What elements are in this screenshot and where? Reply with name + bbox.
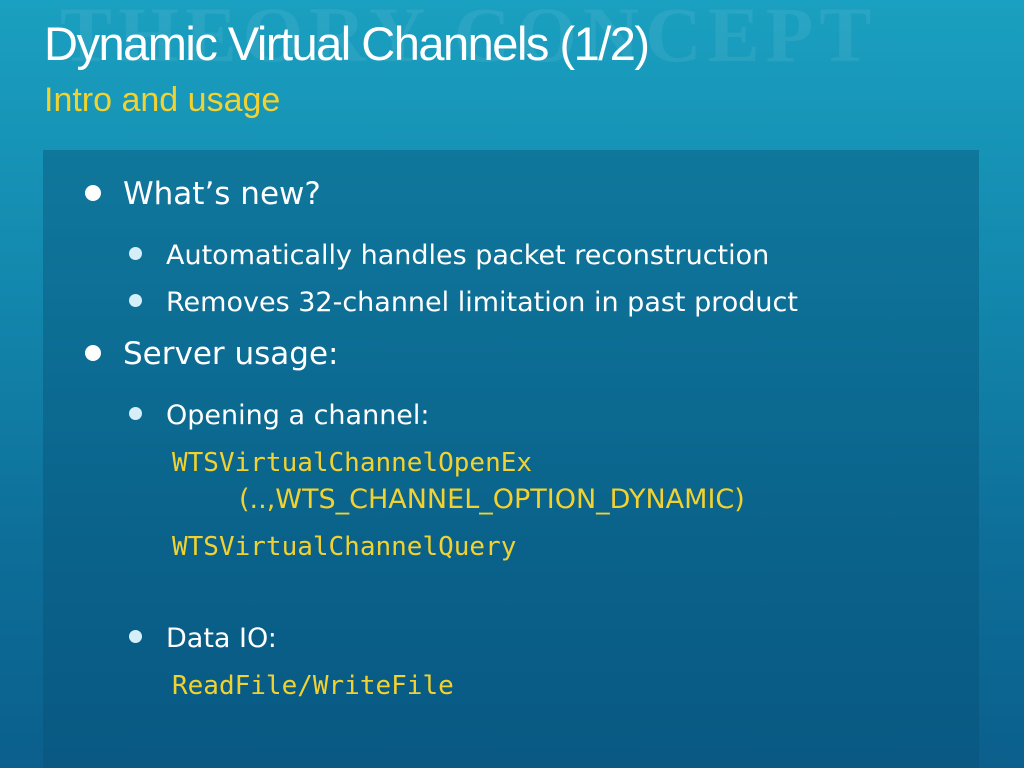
watermark-text: THEORY CONCEPT — [60, 0, 878, 78]
bullet-dot-icon — [85, 184, 101, 201]
bullet-dot-icon — [129, 407, 142, 420]
slide-title: Dynamic Virtual Channels (1/2) — [44, 17, 650, 70]
content-panel: What’s new? Automatically handles packet… — [43, 150, 979, 768]
bullet-opening-channel: Opening a channel: — [129, 400, 430, 431]
code-option-dynamic: (..,WTS_CHANNEL_OPTION_DYNAMIC) — [239, 484, 745, 515]
code-read-write-file: ReadFile/WriteFile — [172, 671, 454, 701]
bullet-dot-icon — [129, 630, 142, 643]
bullet-dot-icon — [129, 294, 142, 307]
bullet-text: Data IO: — [166, 623, 277, 654]
bullet-text: Automatically handles packet reconstruct… — [166, 240, 770, 271]
bullet-packet-reconstruction: Automatically handles packet reconstruct… — [129, 240, 769, 271]
slide-subtitle: Intro and usage — [44, 81, 281, 119]
bullet-data-io: Data IO: — [129, 623, 277, 654]
bullet-dot-icon — [85, 344, 101, 361]
code-channel-query: WTSVirtualChannelQuery — [172, 532, 517, 562]
bullet-server-usage: Server usage: — [85, 336, 339, 372]
bullet-whats-new: What’s new? — [85, 176, 321, 212]
bullet-dot-icon — [129, 247, 142, 260]
bullet-text: Opening a channel: — [166, 400, 430, 431]
code-open-ex: WTSVirtualChannelOpenEx — [172, 448, 533, 478]
bullet-text: What’s new? — [123, 176, 321, 212]
bullet-text: Server usage: — [123, 336, 339, 372]
bullet-channel-limitation: Removes 32-channel limitation in past pr… — [129, 287, 798, 318]
bullet-text: Removes 32-channel limitation in past pr… — [166, 287, 798, 318]
